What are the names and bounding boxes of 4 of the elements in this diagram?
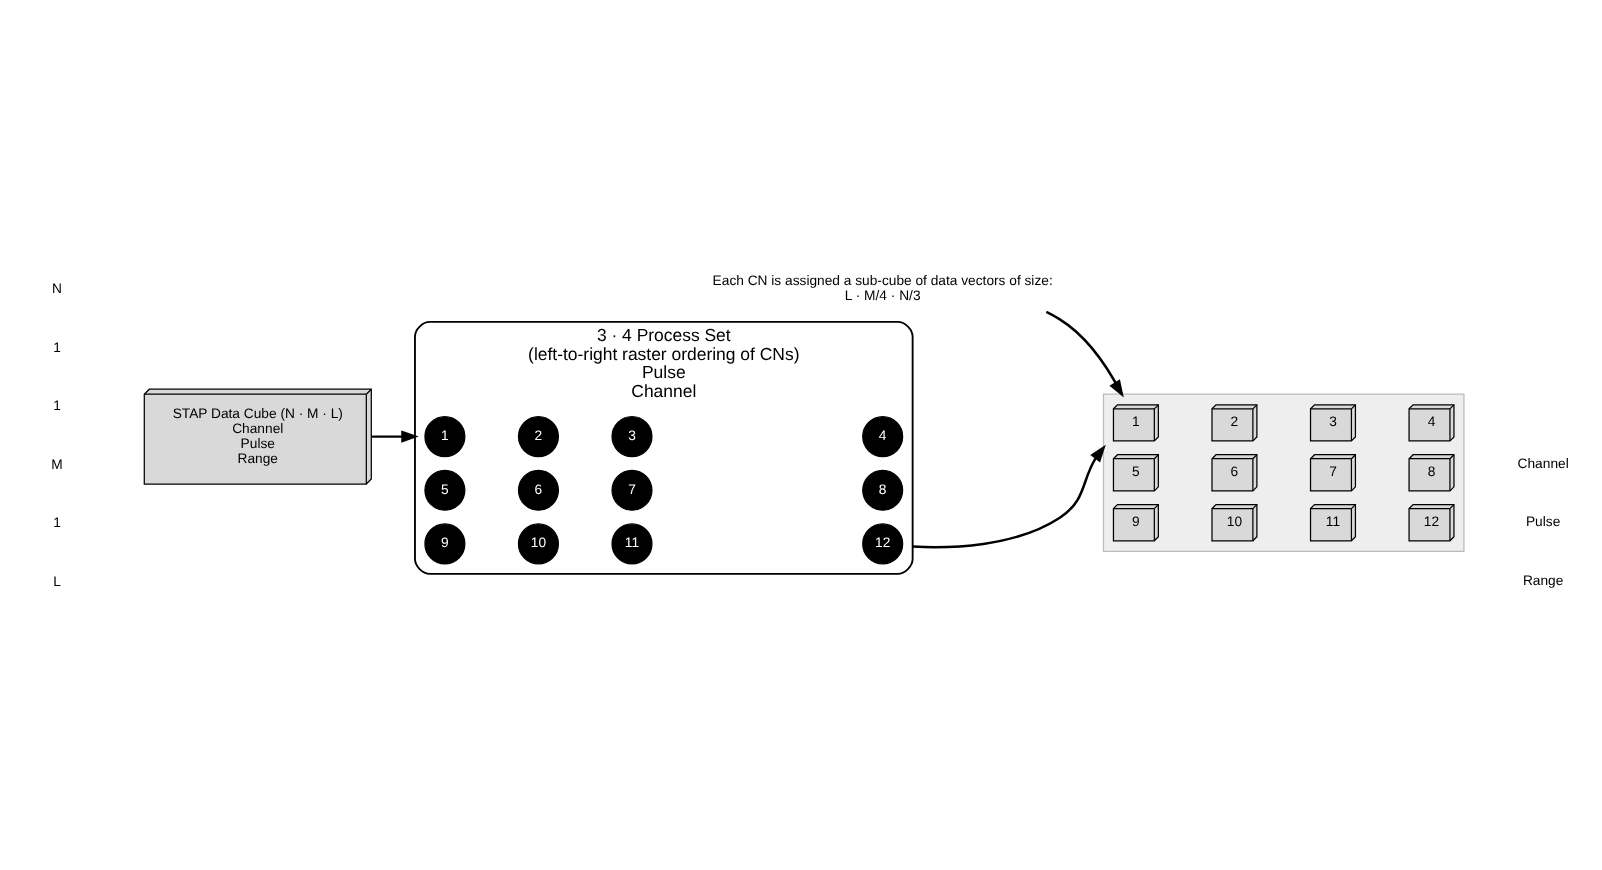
- arrow: [1045, 309, 1124, 397]
- cluster: [1102, 392, 1465, 551]
- arrow: [912, 443, 1106, 548]
- arrow: [371, 429, 419, 442]
